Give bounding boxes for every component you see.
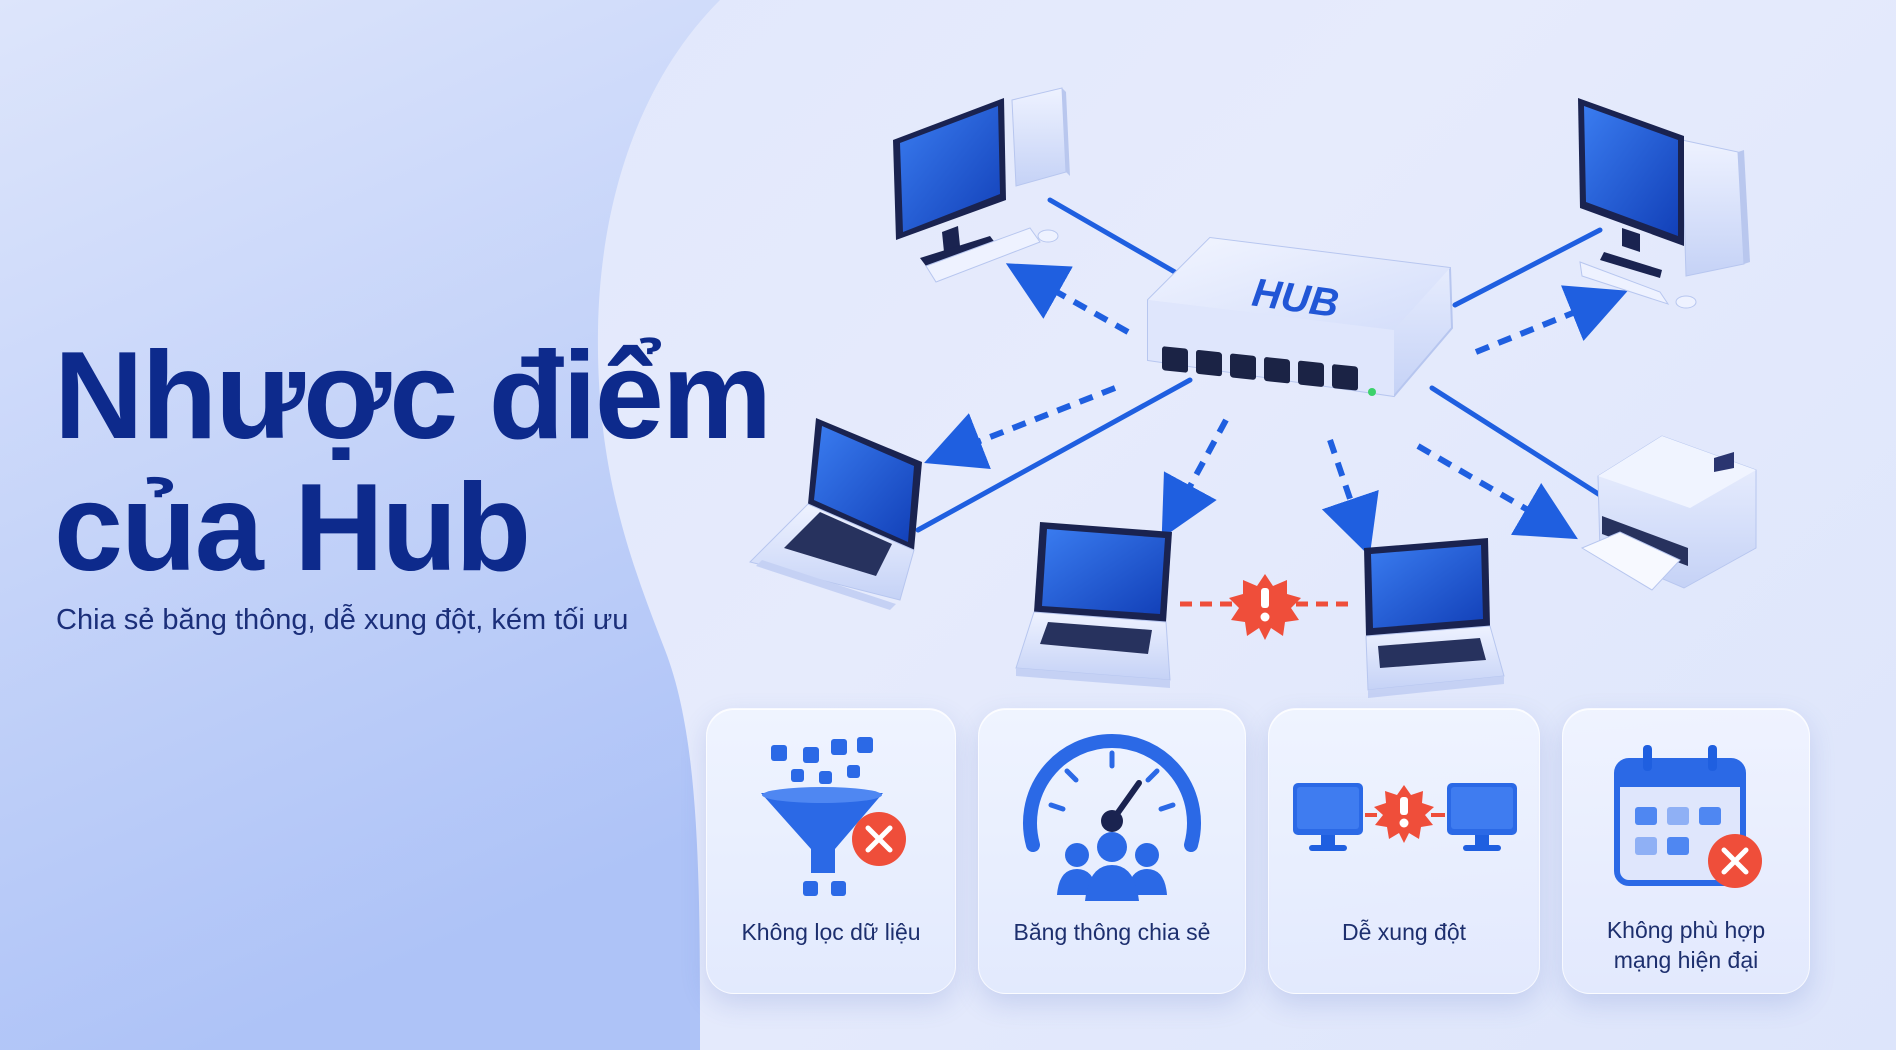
subtitle: Chia sẻ băng thông, dễ xung đột, kém tối… xyxy=(56,604,629,636)
card-no-filtering: Không lọc dữ liệu xyxy=(706,708,956,994)
title-line-2: của Hub xyxy=(54,459,531,597)
printer-icon xyxy=(1580,435,1757,591)
card-label: Không phù hợp mạng hiện đại xyxy=(1563,915,1809,975)
card-collisions: Dễ xung đột xyxy=(1268,708,1540,994)
laptop-icon xyxy=(1364,538,1505,698)
card-label-line-2: mạng hiện đại xyxy=(1613,947,1759,973)
hub-device: HUB xyxy=(1147,236,1454,398)
card-not-modern: Không phù hợp mạng hiện đại xyxy=(1562,708,1810,994)
data-flow-arrows xyxy=(924,263,1628,557)
card-label: Dễ xung đột xyxy=(1341,919,1467,945)
card-label: Băng thông chia sẻ xyxy=(1013,919,1211,945)
desktop-icon xyxy=(1578,98,1750,309)
collision-indicator xyxy=(1180,574,1356,640)
hub-led xyxy=(1368,388,1376,396)
card-shared-bandwidth: Băng thông chia sẻ xyxy=(978,708,1246,994)
laptop-icon xyxy=(749,418,922,610)
page-title: Nhược điểm của Hub xyxy=(54,327,772,597)
gauge-users-icon xyxy=(1023,734,1201,901)
title-line-1: Nhược điểm xyxy=(54,327,772,465)
cables xyxy=(915,197,1603,533)
hub-ports xyxy=(1162,346,1358,391)
computers-conflict-icon xyxy=(1293,783,1517,851)
card-label: Không lọc dữ liệu xyxy=(741,919,921,945)
laptop-icon xyxy=(1015,522,1172,688)
funnel-x-icon xyxy=(761,737,906,896)
calendar-x-icon xyxy=(1614,745,1762,888)
desktop-icon xyxy=(893,87,1070,283)
card-label-line-1: Không phù hợp xyxy=(1606,917,1766,943)
